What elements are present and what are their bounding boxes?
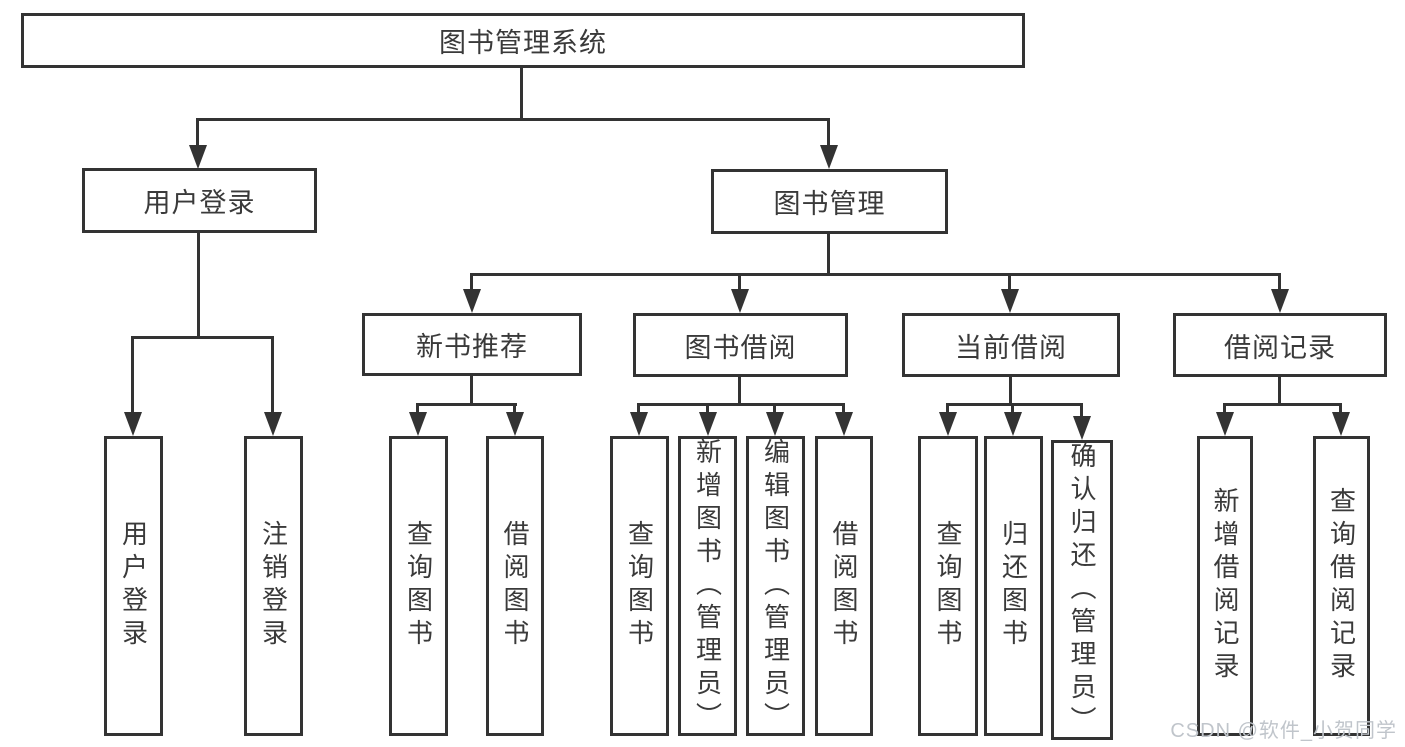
arrow-down-icon xyxy=(1001,289,1019,313)
node-label: 编辑图书（管理员） xyxy=(760,437,791,735)
arrow-down-icon xyxy=(939,412,957,436)
connector-line xyxy=(271,336,274,414)
node-label: 当前借阅 xyxy=(955,332,1067,363)
connector-line xyxy=(1009,377,1012,406)
arrow-down-icon xyxy=(463,289,481,313)
arrow-down-icon xyxy=(1271,289,1289,313)
arrow-down-icon xyxy=(124,412,142,436)
connector-line xyxy=(1223,403,1226,414)
connector-line xyxy=(706,403,709,414)
node-label: 借阅图书 xyxy=(829,520,859,652)
arrow-down-icon xyxy=(699,412,717,436)
connector-line xyxy=(738,273,741,291)
node-label: 注销登录 xyxy=(258,520,289,652)
node-label: 新增图书（管理员） xyxy=(692,437,723,735)
leaf-edit-books-admin: 编辑图书（管理员） xyxy=(746,436,805,736)
node-label: 查询图书 xyxy=(403,520,434,652)
connector-line xyxy=(520,68,523,121)
arrow-down-icon xyxy=(820,145,838,169)
connector-line xyxy=(638,403,845,406)
leaf-query-books-1: 查询图书 xyxy=(389,436,448,736)
connector-line xyxy=(827,234,830,276)
node-label: 用户登录 xyxy=(118,520,149,652)
node-label: 查询图书 xyxy=(933,520,963,652)
leaf-add-books-admin: 新增图书（管理员） xyxy=(678,436,737,736)
node-label: 用户登录 xyxy=(143,188,256,218)
connector-line xyxy=(196,118,199,148)
node-label: 新书推荐 xyxy=(416,332,528,362)
connector-line xyxy=(132,336,274,339)
node-label: 图书管理系统 xyxy=(439,28,607,58)
connector-line xyxy=(827,118,830,148)
connector-line xyxy=(773,403,776,414)
leaf-query-books-2: 查询图书 xyxy=(610,436,669,736)
connector-line xyxy=(1008,273,1011,291)
node-label: 新增借阅记录 xyxy=(1210,487,1240,685)
node-new-book-recommend: 新书推荐 xyxy=(362,313,582,376)
node-library-system: 图书管理系统 xyxy=(21,13,1025,68)
connector-line xyxy=(637,403,640,414)
node-label: 借阅记录 xyxy=(1224,332,1336,363)
arrow-down-icon xyxy=(409,412,427,436)
node-label: 确认归还（管理员） xyxy=(1067,441,1097,739)
connector-line xyxy=(1224,403,1342,406)
leaf-logout: 注销登录 xyxy=(244,436,303,736)
node-label: 图书管理 xyxy=(773,189,886,219)
connector-line xyxy=(946,403,949,414)
node-book-borrowing: 图书借阅 xyxy=(633,313,848,377)
node-label: 借阅图书 xyxy=(500,520,530,652)
connector-line xyxy=(131,336,134,414)
connector-line xyxy=(416,403,419,414)
leaf-query-books-3: 查询图书 xyxy=(918,436,978,736)
connector-line xyxy=(470,376,473,406)
node-label: 归还图书 xyxy=(998,520,1029,652)
node-label: 查询借阅记录 xyxy=(1326,487,1357,685)
connector-line xyxy=(1339,403,1342,414)
connector-line xyxy=(197,118,830,121)
connector-line xyxy=(1080,403,1083,418)
leaf-add-borrow-record: 新增借阅记录 xyxy=(1197,436,1253,736)
arrow-down-icon xyxy=(835,412,853,436)
leaf-borrow-books-2: 借阅图书 xyxy=(815,436,873,736)
leaf-user-login: 用户登录 xyxy=(104,436,163,736)
connector-line xyxy=(513,403,516,414)
node-current-borrowing: 当前借阅 xyxy=(902,313,1120,377)
arrow-down-icon xyxy=(1216,412,1234,436)
arrow-down-icon xyxy=(1073,416,1091,440)
arrow-down-icon xyxy=(731,289,749,313)
connector-line xyxy=(738,377,741,406)
connector-line xyxy=(1011,403,1014,414)
arrow-down-icon xyxy=(1004,412,1022,436)
leaf-borrow-books-1: 借阅图书 xyxy=(486,436,544,736)
arrow-down-icon xyxy=(189,145,207,169)
arrow-down-icon xyxy=(264,412,282,436)
connector-line xyxy=(471,273,1281,276)
watermark-text: CSDN @软件_小贺同学 xyxy=(1170,720,1397,742)
leaf-confirm-return-admin: 确认归还（管理员） xyxy=(1051,440,1113,740)
arrow-down-icon xyxy=(630,412,648,436)
arrow-down-icon xyxy=(766,412,784,436)
node-label: 查询图书 xyxy=(624,520,655,652)
connector-line xyxy=(842,403,845,414)
connector-line xyxy=(1278,377,1281,406)
node-book-management: 图书管理 xyxy=(711,169,948,234)
arrow-down-icon xyxy=(506,412,524,436)
node-label: 图书借阅 xyxy=(684,332,797,363)
connector-line xyxy=(947,403,1083,406)
leaf-return-books: 归还图书 xyxy=(984,436,1043,736)
node-borrow-records: 借阅记录 xyxy=(1173,313,1387,377)
node-user-login: 用户登录 xyxy=(82,168,317,233)
leaf-query-borrow-record: 查询借阅记录 xyxy=(1313,436,1370,736)
connector-line xyxy=(470,273,473,291)
arrow-down-icon xyxy=(1332,412,1350,436)
connector-line xyxy=(1278,273,1281,291)
connector-line xyxy=(197,233,200,339)
connector-line xyxy=(417,403,517,406)
